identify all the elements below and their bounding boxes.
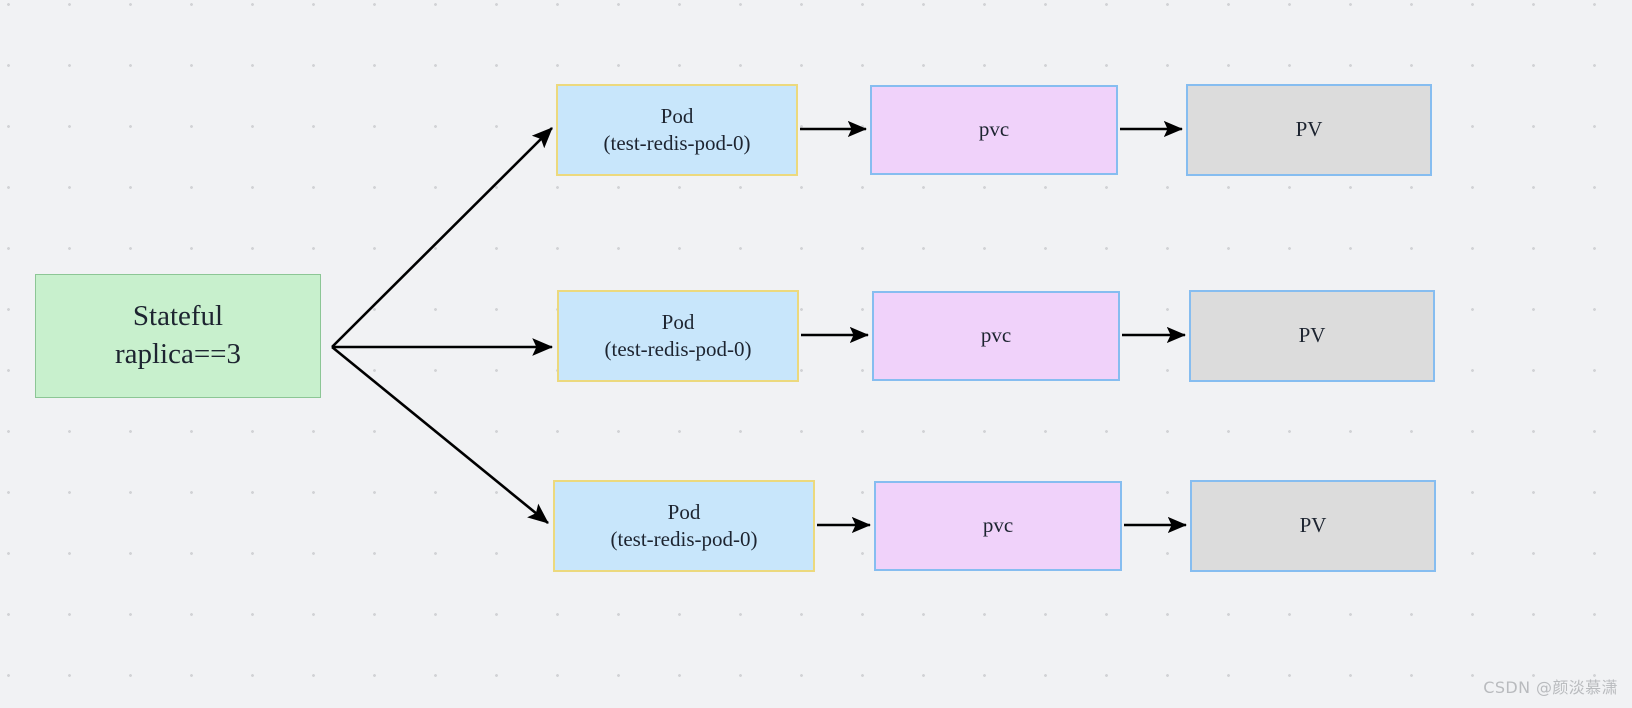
node-pod-1-line1: Pod: [660, 103, 694, 128]
node-pvc-3-label: pvc: [982, 513, 1014, 538]
node-pod-2-line2: (test-redis-pod-0): [604, 337, 752, 361]
node-pod-2-line1: Pod: [661, 309, 695, 334]
node-pv-2[interactable]: PV: [1189, 290, 1435, 382]
node-pv-1[interactable]: PV: [1186, 84, 1432, 176]
node-pod-3-line2: (test-redis-pod-0): [610, 527, 758, 551]
node-pvc-2-label: pvc: [980, 323, 1012, 348]
node-pvc-1[interactable]: pvc: [870, 85, 1118, 175]
node-pvc-2[interactable]: pvc: [872, 291, 1120, 381]
node-pod-1[interactable]: Pod (test-redis-pod-0): [556, 84, 798, 176]
node-pod-3-line1: Pod: [667, 499, 701, 524]
node-pv-2-label: PV: [1298, 323, 1326, 348]
node-pv-3-label: PV: [1299, 513, 1327, 538]
node-pv-1-label: PV: [1295, 117, 1323, 142]
node-pvc-1-label: pvc: [978, 117, 1010, 142]
node-pod-2[interactable]: Pod (test-redis-pod-0): [557, 290, 799, 382]
node-stateful-set-line1: Stateful: [132, 300, 224, 333]
node-pod-1-line2: (test-redis-pod-0): [603, 131, 751, 155]
edge-stateful-pod3: [331, 345, 549, 525]
node-pv-3[interactable]: PV: [1190, 480, 1436, 572]
edge-stateful-pod1: [331, 127, 553, 348]
node-stateful-set[interactable]: Stateful raplica==3: [35, 274, 321, 398]
node-pod-3[interactable]: Pod (test-redis-pod-0): [553, 480, 815, 572]
node-stateful-set-line2: raplica==3: [114, 338, 242, 370]
watermark-text: CSDN @颜淡慕潇: [1483, 678, 1618, 697]
node-pvc-3[interactable]: pvc: [874, 481, 1122, 571]
